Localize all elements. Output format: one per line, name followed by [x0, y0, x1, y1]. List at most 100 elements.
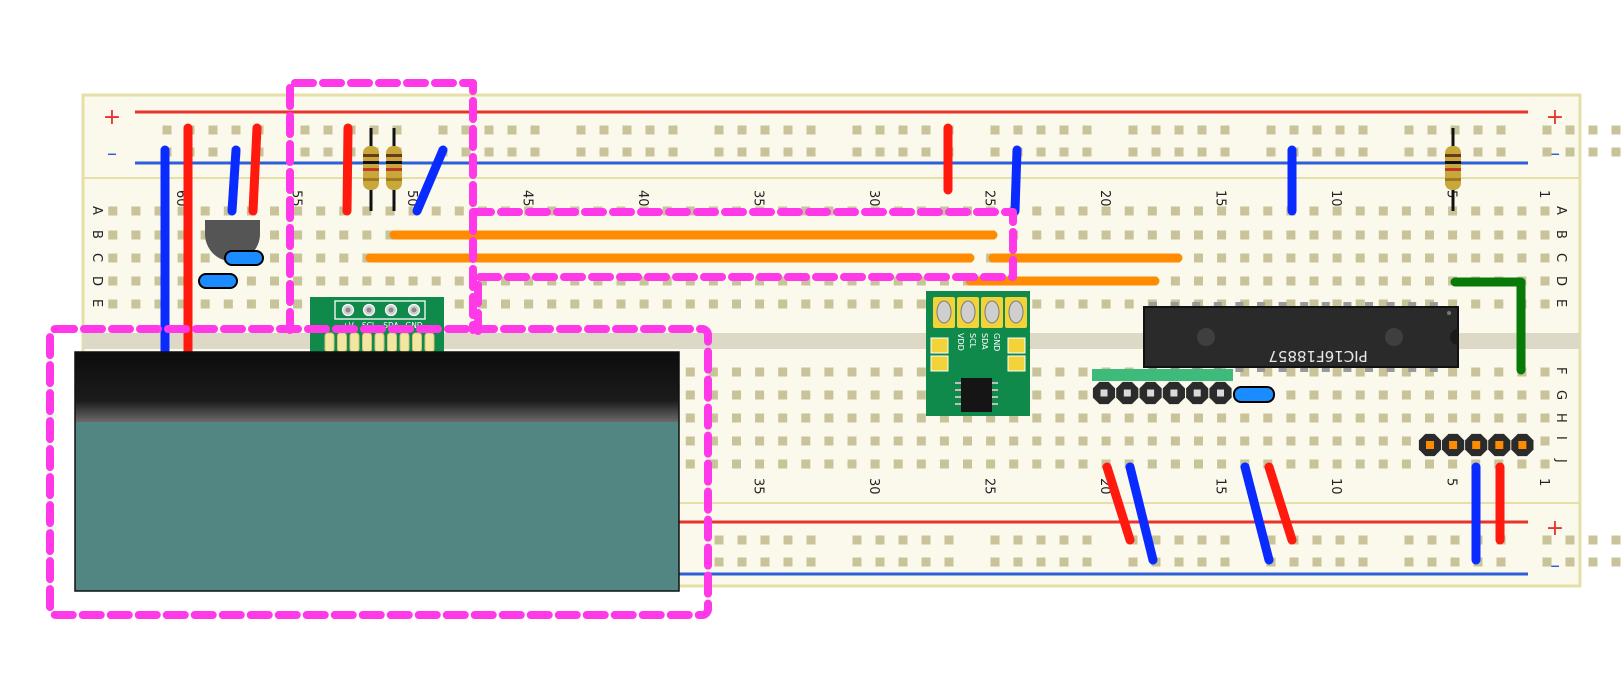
breadboard-hole[interactable]	[246, 299, 256, 309]
breadboard-hole[interactable]	[778, 390, 788, 400]
breadboard-hole[interactable]	[1055, 413, 1065, 423]
breadboard-hole[interactable]	[1147, 413, 1157, 423]
rail-hole[interactable]	[484, 147, 494, 157]
breadboard-hole[interactable]	[1055, 367, 1065, 377]
breadboard-hole[interactable]	[824, 459, 834, 469]
breadboard-hole[interactable]	[293, 206, 303, 216]
green-wire[interactable]	[1450, 277, 1526, 375]
breadboard-hole[interactable]	[847, 436, 857, 446]
rail-hole[interactable]	[668, 147, 678, 157]
rail-hole[interactable]	[852, 147, 862, 157]
breadboard-hole[interactable]	[1055, 299, 1065, 309]
rail-hole[interactable]	[1404, 557, 1414, 567]
rail-hole[interactable]	[1013, 557, 1023, 567]
rail-hole[interactable]	[576, 125, 586, 135]
breadboard-hole[interactable]	[662, 299, 672, 309]
rail-hole[interactable]	[1427, 125, 1437, 135]
breadboard-hole[interactable]	[131, 206, 141, 216]
rail-hole[interactable]	[1082, 535, 1092, 545]
rail-hole[interactable]	[806, 125, 816, 135]
rail-hole[interactable]	[1151, 125, 1161, 135]
rail-hole[interactable]	[1588, 535, 1598, 545]
breadboard-hole[interactable]	[1217, 459, 1227, 469]
breadboard-hole[interactable]	[1194, 230, 1203, 240]
breadboard-hole[interactable]	[1425, 299, 1434, 309]
breadboard-hole[interactable]	[1355, 299, 1365, 309]
breadboard-hole[interactable]	[1124, 230, 1134, 240]
breadboard-hole[interactable]	[1517, 390, 1527, 400]
rail-hole[interactable]	[1289, 125, 1299, 135]
rail-hole[interactable]	[1013, 535, 1023, 545]
breadboard-hole[interactable]	[1355, 253, 1365, 263]
rail-hole[interactable]	[208, 125, 218, 135]
rail-hole[interactable]	[1174, 125, 1184, 135]
breadboard-hole[interactable]	[1240, 299, 1250, 309]
breadboard-hole[interactable]	[1332, 299, 1342, 309]
six-pin-header[interactable]	[1092, 369, 1233, 405]
rail-hole[interactable]	[1358, 147, 1368, 157]
capacitor-1[interactable]	[224, 250, 264, 266]
breadboard-hole[interactable]	[755, 390, 765, 400]
breadboard-hole[interactable]	[1217, 253, 1227, 263]
breadboard-hole[interactable]	[1263, 413, 1273, 423]
breadboard-hole[interactable]	[1055, 390, 1065, 400]
rail-hole[interactable]	[1312, 147, 1322, 157]
breadboard-hole[interactable]	[1471, 230, 1481, 240]
breadboard-hole[interactable]	[431, 276, 441, 286]
breadboard-hole[interactable]	[1332, 276, 1342, 286]
five-pin-header[interactable]	[1418, 433, 1534, 457]
rail-hole[interactable]	[1496, 557, 1506, 567]
breadboard-hole[interactable]	[270, 253, 279, 263]
breadboard-hole[interactable]	[616, 299, 626, 309]
rail-hole[interactable]	[1266, 535, 1276, 545]
breadboard-hole[interactable]	[893, 459, 903, 469]
breadboard-hole[interactable]	[1194, 206, 1203, 216]
rail-hole[interactable]	[392, 125, 402, 135]
breadboard-hole[interactable]	[1378, 276, 1388, 286]
rail-hole[interactable]	[1059, 557, 1069, 567]
breadboard-hole[interactable]	[755, 367, 765, 377]
breadboard-hole[interactable]	[1332, 367, 1342, 377]
breadboard-hole[interactable]	[1355, 230, 1365, 240]
breadboard-hole[interactable]	[108, 230, 118, 240]
breadboard-hole[interactable]	[1055, 230, 1065, 240]
breadboard-hole[interactable]	[1378, 413, 1388, 423]
breadboard-hole[interactable]	[477, 299, 487, 309]
breadboard-hole[interactable]	[801, 436, 811, 446]
breadboard-hole[interactable]	[778, 276, 788, 286]
breadboard-hole[interactable]	[1078, 206, 1088, 216]
rail-hole[interactable]	[921, 557, 931, 567]
breadboard-hole[interactable]	[1009, 413, 1019, 423]
breadboard-hole[interactable]	[316, 230, 326, 240]
rail-hole[interactable]	[714, 535, 724, 545]
breadboard-hole[interactable]	[801, 413, 811, 423]
breadboard-hole[interactable]	[708, 436, 718, 446]
breadboard-hole[interactable]	[1240, 206, 1250, 216]
rail-hole[interactable]	[1588, 125, 1598, 135]
breadboard-hole[interactable]	[1378, 206, 1388, 216]
breadboard-hole[interactable]	[1471, 390, 1481, 400]
breadboard-hole[interactable]	[893, 436, 903, 446]
breadboard-hole[interactable]	[1448, 413, 1458, 423]
breadboard-hole[interactable]	[1147, 459, 1157, 469]
rail-hole[interactable]	[898, 557, 908, 567]
breadboard-hole[interactable]	[1170, 459, 1180, 469]
rail-hole[interactable]	[990, 147, 1000, 157]
breadboard-hole[interactable]	[824, 413, 834, 423]
breadboard-hole[interactable]	[362, 276, 372, 286]
breadboard-hole[interactable]	[1517, 459, 1527, 469]
breadboard-hole[interactable]	[293, 253, 303, 263]
rail-hole[interactable]	[484, 125, 494, 135]
breadboard-hole[interactable]	[1055, 459, 1065, 469]
rail-hole[interactable]	[1427, 557, 1437, 567]
breadboard-hole[interactable]	[1401, 276, 1411, 286]
capacitor-2[interactable]	[198, 273, 238, 289]
breadboard-hole[interactable]	[1170, 413, 1180, 423]
breadboard-hole[interactable]	[1355, 413, 1365, 423]
rail-hole[interactable]	[944, 557, 954, 567]
rail-hole[interactable]	[760, 535, 770, 545]
rail-hole[interactable]	[875, 557, 885, 567]
breadboard-hole[interactable]	[570, 299, 580, 309]
breadboard-hole[interactable]	[1147, 436, 1157, 446]
rail-hole[interactable]	[1611, 147, 1621, 157]
